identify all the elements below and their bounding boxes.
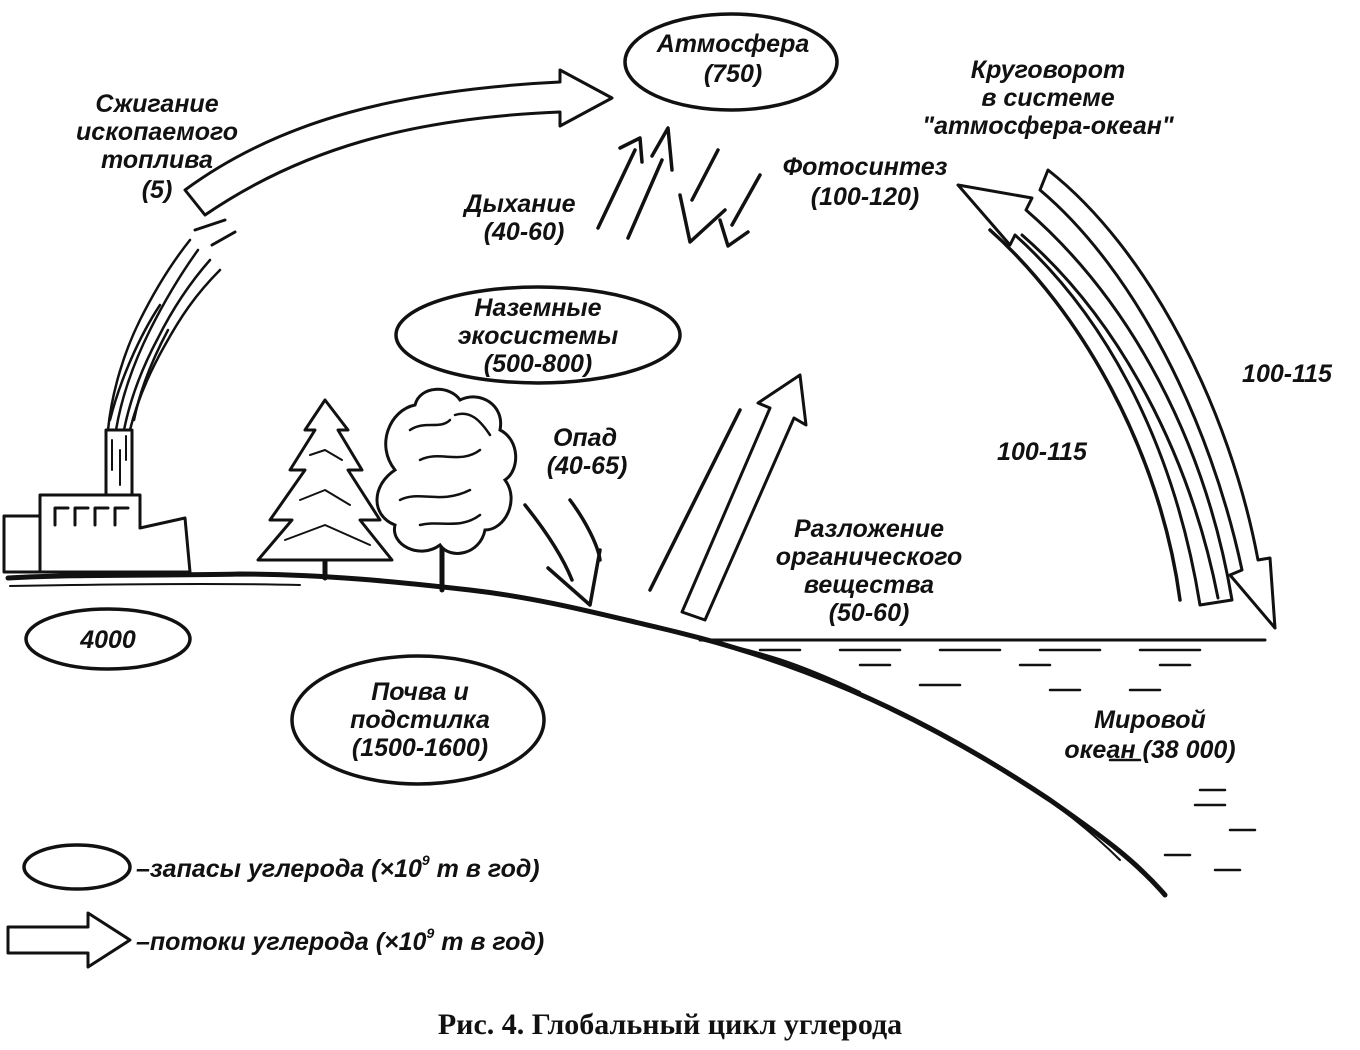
svg-text:Разложение: Разложение bbox=[794, 515, 944, 543]
svg-text:100-115: 100-115 bbox=[1242, 360, 1333, 388]
respiration-arrow bbox=[596, 126, 674, 240]
litterfall-arrow bbox=[523, 498, 602, 607]
svg-text:органического: органического bbox=[776, 543, 962, 571]
smoke-icon bbox=[106, 238, 222, 432]
svg-text:"атмосфера-океан": "атмосфера-океан" bbox=[922, 112, 1175, 140]
legend-flows: –потоки углерода (×109 т в год) bbox=[6, 911, 544, 969]
figure-caption: Рис. 4. Глобальный цикл углерода bbox=[438, 1008, 902, 1041]
soil-value: (1500-1600) bbox=[352, 734, 488, 762]
ocean-to-atmosphere-arrow bbox=[956, 183, 1234, 607]
legend-stocks-tail: т в год) bbox=[430, 855, 540, 883]
decomposition-label: Разложение органического вещества (50-60… bbox=[776, 515, 962, 627]
legend-flows-exp: 9 bbox=[426, 925, 434, 941]
atmosphere-label: Атмосфера bbox=[656, 30, 810, 58]
svg-text:(5): (5) bbox=[142, 176, 173, 204]
respiration-label: Дыхание (40-60) bbox=[462, 190, 575, 246]
legend-flows-text: –потоки углерода (×10 bbox=[136, 928, 427, 956]
legend-ellipse-icon bbox=[22, 843, 132, 891]
svg-text:–потоки углерода (×109 т в год: –потоки углерода (×109 т в год) bbox=[136, 925, 544, 956]
litterfall-label: Опад (40-65) bbox=[547, 424, 628, 480]
svg-text:(100-120): (100-120) bbox=[811, 183, 919, 211]
svg-text:–запасы углерода (×109 т в год: –запасы углерода (×109 т в год) bbox=[136, 852, 540, 883]
atmosphere-value: (750) bbox=[704, 60, 762, 88]
photosynthesis-label: Фотосинтез (100-120) bbox=[783, 153, 948, 211]
atmosphere-to-ocean-arrow bbox=[1038, 168, 1277, 630]
terrestrial-value: (500-800) bbox=[484, 350, 592, 378]
ocean-surface bbox=[698, 638, 1267, 872]
svg-text:Сжигание: Сжигание bbox=[95, 90, 218, 118]
fossil-reservoir: 4000 bbox=[24, 607, 192, 671]
ocean-exchange-value-outer: 100-115 bbox=[1242, 360, 1333, 388]
atmosphere-ocean-cycle-label: Круговорот в системе "атмосфера-океан" bbox=[922, 56, 1175, 140]
svg-text:в системе: в системе bbox=[981, 84, 1114, 112]
legend-stocks-exp: 9 bbox=[422, 852, 430, 868]
fossil-burning-label: Сжигание ископаемого топлива (5) bbox=[76, 90, 238, 204]
legend-stocks: –запасы углерода (×109 т в год) bbox=[22, 843, 540, 891]
svg-text:ископаемого: ископаемого bbox=[76, 118, 238, 146]
decomposition-arrow bbox=[648, 373, 808, 622]
conifer-tree-icon bbox=[256, 398, 394, 581]
ocean-label-2: океан (38 000) bbox=[1064, 736, 1235, 764]
soil-reservoir: Почва и подстилка (1500-1600) bbox=[290, 654, 546, 786]
ocean-reservoir: Мировой океан (38 000) bbox=[1064, 706, 1235, 764]
terrestrial-label-1: Наземные bbox=[474, 294, 601, 322]
factory-icon bbox=[2, 238, 222, 574]
ocean-exchange-value-inner: 100-115 bbox=[997, 438, 1088, 466]
svg-text:Фотосинтез: Фотосинтез bbox=[783, 153, 948, 181]
svg-text:(40-65): (40-65) bbox=[547, 452, 628, 480]
fossil-value: 4000 bbox=[79, 626, 136, 654]
svg-text:(50-60): (50-60) bbox=[829, 599, 910, 627]
terrestrial-reservoir: Наземные экосистемы (500-800) bbox=[394, 285, 682, 385]
exchange-arc-inner bbox=[988, 228, 1220, 602]
legend-flows-tail: т в год) bbox=[434, 928, 544, 956]
svg-text:Круговорот: Круговорот bbox=[971, 56, 1125, 84]
terrestrial-label-2: экосистемы bbox=[458, 322, 618, 350]
svg-text:100-115: 100-115 bbox=[997, 438, 1088, 466]
deciduous-tree-icon bbox=[375, 387, 518, 593]
svg-text:(40-60): (40-60) bbox=[484, 218, 565, 246]
svg-text:Опад: Опад bbox=[553, 424, 617, 452]
svg-text:вещества: вещества bbox=[804, 571, 934, 599]
soil-label-1: Почва и bbox=[371, 678, 468, 706]
atmosphere-reservoir: Атмосфера (750) bbox=[623, 12, 839, 112]
fossil-burning-arrow bbox=[183, 68, 614, 247]
soil-label-2: подстилка bbox=[350, 706, 490, 734]
legend-arrow-icon bbox=[6, 911, 132, 969]
photosynthesis-down-arrow bbox=[678, 148, 762, 248]
ground-line bbox=[5, 571, 1168, 898]
legend-stocks-text: –запасы углерода (×10 bbox=[136, 855, 422, 883]
ocean-label-1: Мировой bbox=[1094, 706, 1206, 734]
svg-text:топлива: топлива bbox=[101, 146, 213, 174]
svg-text:Дыхание: Дыхание bbox=[462, 190, 575, 218]
